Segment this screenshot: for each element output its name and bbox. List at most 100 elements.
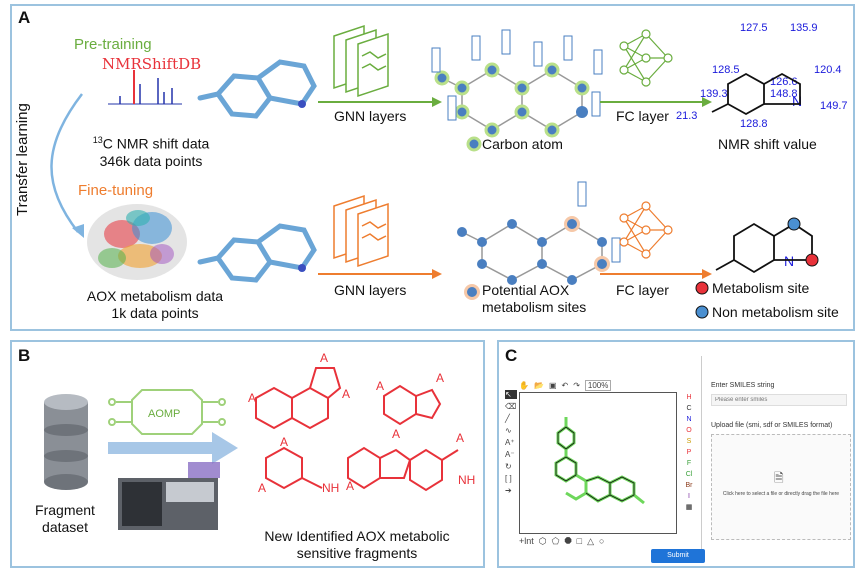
bond-chain-icon[interactable]: ∿ <box>505 426 512 435</box>
screening-arrow <box>108 432 238 464</box>
transfer-arrow-head <box>72 224 84 238</box>
element-cl[interactable]: Cl <box>685 471 693 478</box>
hexagon-icon[interactable]: ⬡ <box>538 536 547 546</box>
non-metabolism-legend-dot <box>695 305 709 319</box>
element-n[interactable]: N <box>686 416 692 423</box>
square-icon[interactable]: □ <box>576 536 583 546</box>
select-tool-icon[interactable]: ↖ <box>505 390 517 399</box>
atom-a: A <box>280 435 288 449</box>
atom-a: A <box>436 371 444 385</box>
atom-a: A <box>392 427 400 441</box>
editor-shape-toolbar: +lnt ⬡ ⬠ ⯃ □ △ ○ <box>519 536 689 547</box>
smiles-input[interactable] <box>711 394 847 406</box>
molecule-canvas[interactable] <box>519 392 677 534</box>
element-f[interactable]: F <box>686 460 692 467</box>
gnn-layers-bottom-icon <box>333 194 389 268</box>
charge-plus-icon[interactable]: A⁺ <box>505 438 515 447</box>
arrow-tool-icon[interactable]: ➔ <box>505 486 512 495</box>
bond-single-icon[interactable]: ╱ <box>505 414 510 423</box>
redo-icon[interactable]: ↷ <box>573 380 580 390</box>
eraser-icon[interactable]: ⌫ <box>505 402 517 411</box>
shift-value: 128.5 <box>712 64 740 76</box>
panel-b-graphics: A A A A A A A A A A NH NH <box>44 351 475 530</box>
amine-nh: NH <box>458 473 475 487</box>
panel-c-label: C <box>505 346 518 365</box>
nitrogen-label-bottom: N <box>784 253 795 269</box>
rotate-icon[interactable]: ↻ <box>505 462 512 471</box>
element-i[interactable]: I <box>688 493 690 500</box>
atom-a: A <box>456 431 464 445</box>
editor-top-toolbar: ✋ 📂 ▣ ↶ ↷ 100% <box>519 378 679 392</box>
octagon-icon[interactable]: ⯃ <box>564 536 572 546</box>
fc-network-top <box>619 29 673 87</box>
database-icon <box>44 394 88 490</box>
undo-icon[interactable]: ↶ <box>561 380 569 390</box>
zoom-select[interactable]: 100% <box>584 379 612 391</box>
element-palette: H C N O S P F Cl Br I ▦ <box>683 392 695 513</box>
aomp-chip-icon <box>108 389 226 435</box>
carbon-atom-legend-node <box>466 136 482 152</box>
more-options-icon[interactable]: +lnt <box>519 536 534 546</box>
atom-a: A <box>258 481 266 495</box>
quinoline-structure-bottom <box>715 222 813 274</box>
hand-icon[interactable]: ✋ <box>519 380 529 390</box>
non-metabolism-node <box>787 217 801 231</box>
element-p[interactable]: P <box>686 449 692 456</box>
non-metabolism-site-legend: Non metabolism site <box>712 304 839 320</box>
fragment-structures <box>255 367 459 492</box>
gnn-layers-top-label: GNN layers <box>334 108 407 124</box>
shift-value: 148.8 <box>770 88 798 100</box>
panel-a-label: A <box>18 8 31 27</box>
smiles-label: Enter SMILES string <box>711 382 775 389</box>
atom-a: A <box>320 351 328 365</box>
graph-bottom-nodes <box>457 181 621 300</box>
panel-c: C ✋ 📂 ▣ ↶ ↷ 100% ↖ ⌫ ╱ ∿ A⁺ A⁻ ↻ [ ] ➔ <box>497 340 855 568</box>
shift-value: 120.4 <box>814 64 842 76</box>
atom-a: A <box>342 387 350 401</box>
element-c[interactable]: C <box>686 405 692 412</box>
protein-structure-icon <box>87 204 187 280</box>
aomp-label: AOMP <box>148 408 181 420</box>
circle-icon[interactable]: ○ <box>599 536 605 546</box>
nmrshiftdb-logo: NMRShiftDB <box>102 55 202 73</box>
divider <box>701 356 702 552</box>
panel-a: A Pre-training Fine-tuning NMRShiftDB Tr… <box>10 4 855 331</box>
metabolism-site-legend: Metabolism site <box>712 280 810 296</box>
triangle-icon[interactable]: △ <box>587 536 595 546</box>
metabolism-legend-dot <box>695 281 709 295</box>
element-br[interactable]: Br <box>685 482 693 489</box>
pentagon-icon[interactable]: ⬠ <box>551 536 560 546</box>
element-s[interactable]: S <box>686 438 692 445</box>
atom-a: A <box>346 479 354 493</box>
element-o[interactable]: O <box>686 427 692 434</box>
graph-bottom <box>461 223 603 281</box>
nmr-spectrum-icon <box>108 70 182 105</box>
open-icon[interactable]: 📂 <box>533 380 544 390</box>
shift-value: 149.7 <box>820 100 848 112</box>
periodic-table-icon[interactable]: ▦ <box>685 504 693 511</box>
fc-layer-bottom-label: FC layer <box>616 282 669 298</box>
element-h[interactable]: H <box>686 394 692 401</box>
file-upload-icon: 🗎 <box>774 471 784 485</box>
gnn-layers-top-icon <box>333 24 389 98</box>
panel-a-graphics <box>50 24 819 319</box>
metabolism-node <box>805 253 819 267</box>
molecule-3d-top <box>197 59 317 119</box>
panel-b-label: B <box>18 346 31 365</box>
pretraining-label: Pre-training <box>74 36 152 53</box>
molecule-3d-bottom <box>197 223 317 283</box>
charge-minus-icon[interactable]: A⁻ <box>505 450 515 459</box>
nitrogen-label-top: N <box>792 93 803 109</box>
save-icon[interactable]: ▣ <box>548 380 557 390</box>
fc-layer-top-label: FC layer <box>616 108 669 124</box>
file-drop-zone[interactable]: 🗎 Click here to select a file or directl… <box>711 434 851 540</box>
transfer-arrow <box>50 93 83 233</box>
nmr-shift-value-label: NMR shift value <box>718 136 817 152</box>
submit-button[interactable]: Submit <box>651 549 705 563</box>
finetuning-label: Fine-tuning <box>78 182 154 199</box>
bracket-icon[interactable]: [ ] <box>505 474 512 483</box>
